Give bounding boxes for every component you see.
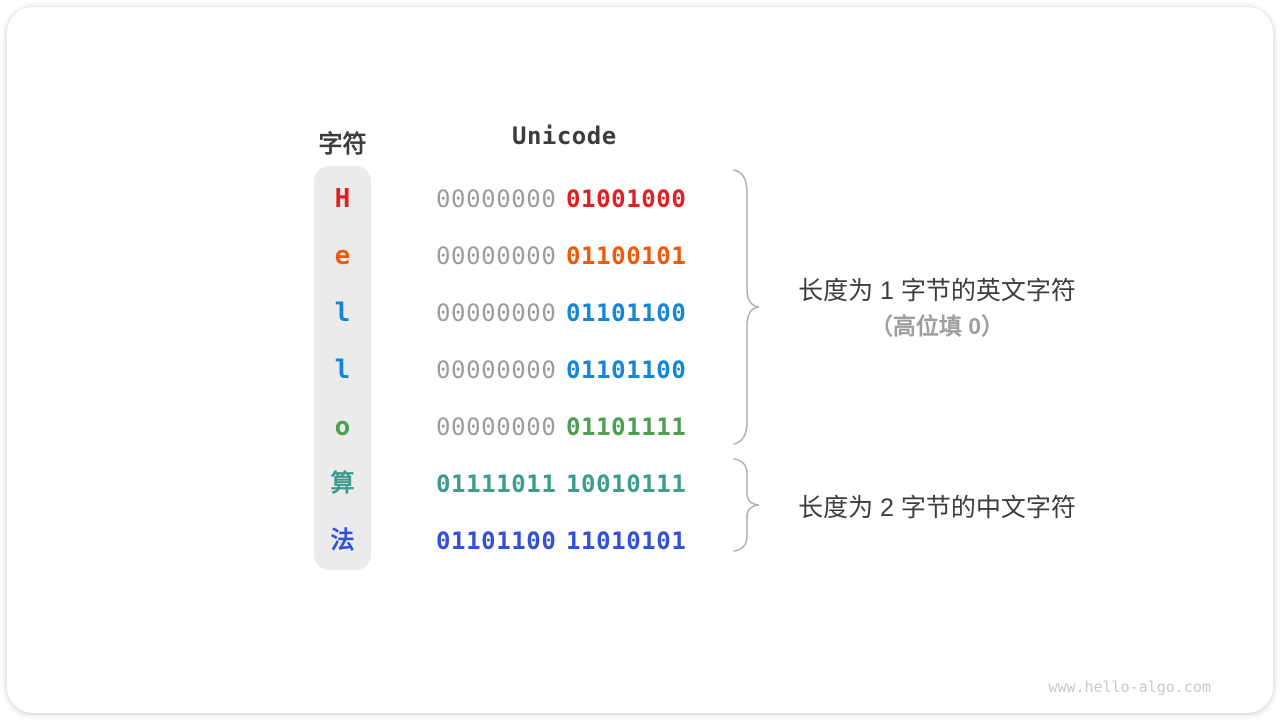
low-byte: 01001000 xyxy=(566,185,687,213)
character-cell: o xyxy=(334,412,351,442)
table-row: l 00000000 01101100 xyxy=(7,355,1273,385)
character-cell: e xyxy=(334,241,351,271)
brace-english-group xyxy=(733,169,760,445)
character-cell: l xyxy=(334,298,351,328)
table-row: o 00000000 01101111 xyxy=(7,412,1273,442)
annotation-chinese-bytes: 长度为 2 字节的中文字符 xyxy=(798,494,1076,522)
character-cell: 法 xyxy=(330,527,355,554)
low-byte: 01101111 xyxy=(566,413,687,441)
character-cell: l xyxy=(334,355,351,385)
table-row: 法 01101100 11010101 xyxy=(7,526,1273,556)
low-byte: 01101100 xyxy=(566,356,687,384)
table-row: H 00000000 01001000 xyxy=(7,184,1273,214)
high-byte: 00000000 xyxy=(436,242,557,270)
character-cell: 算 xyxy=(330,470,355,497)
low-byte: 01101100 xyxy=(566,299,687,327)
character-cell: H xyxy=(334,184,351,214)
high-byte: 00000000 xyxy=(436,356,557,384)
annotation-english-line1: 长度为 1 字节的英文字符 xyxy=(798,277,1076,305)
annotation-english-line2: （高位填 0） xyxy=(869,313,1005,339)
character-column-background xyxy=(314,166,371,570)
column-header-character: 字符 xyxy=(318,131,367,158)
high-byte: 01111011 xyxy=(436,470,557,498)
brace-chinese-group xyxy=(733,458,760,552)
column-header-unicode: Unicode xyxy=(512,122,617,150)
high-byte: 01101100 xyxy=(436,527,557,555)
low-byte: 01100101 xyxy=(566,242,687,270)
high-byte: 00000000 xyxy=(436,299,557,327)
diagram-card: 字符 Unicode H 00000000 01001000 e 0000000… xyxy=(7,7,1273,713)
annotation-english-bytes: 长度为 1 字节的英文字符 （高位填 0） xyxy=(747,276,1127,339)
high-byte: 00000000 xyxy=(436,413,557,441)
table-row: 算 01111011 10010111 xyxy=(7,469,1273,499)
low-byte: 10010111 xyxy=(566,470,687,498)
high-byte: 00000000 xyxy=(436,185,557,213)
low-byte: 11010101 xyxy=(566,527,687,555)
table-row: l 00000000 01101100 xyxy=(7,298,1273,328)
watermark-url: www.hello-algo.com xyxy=(1048,678,1211,696)
table-row: e 00000000 01100101 xyxy=(7,241,1273,271)
